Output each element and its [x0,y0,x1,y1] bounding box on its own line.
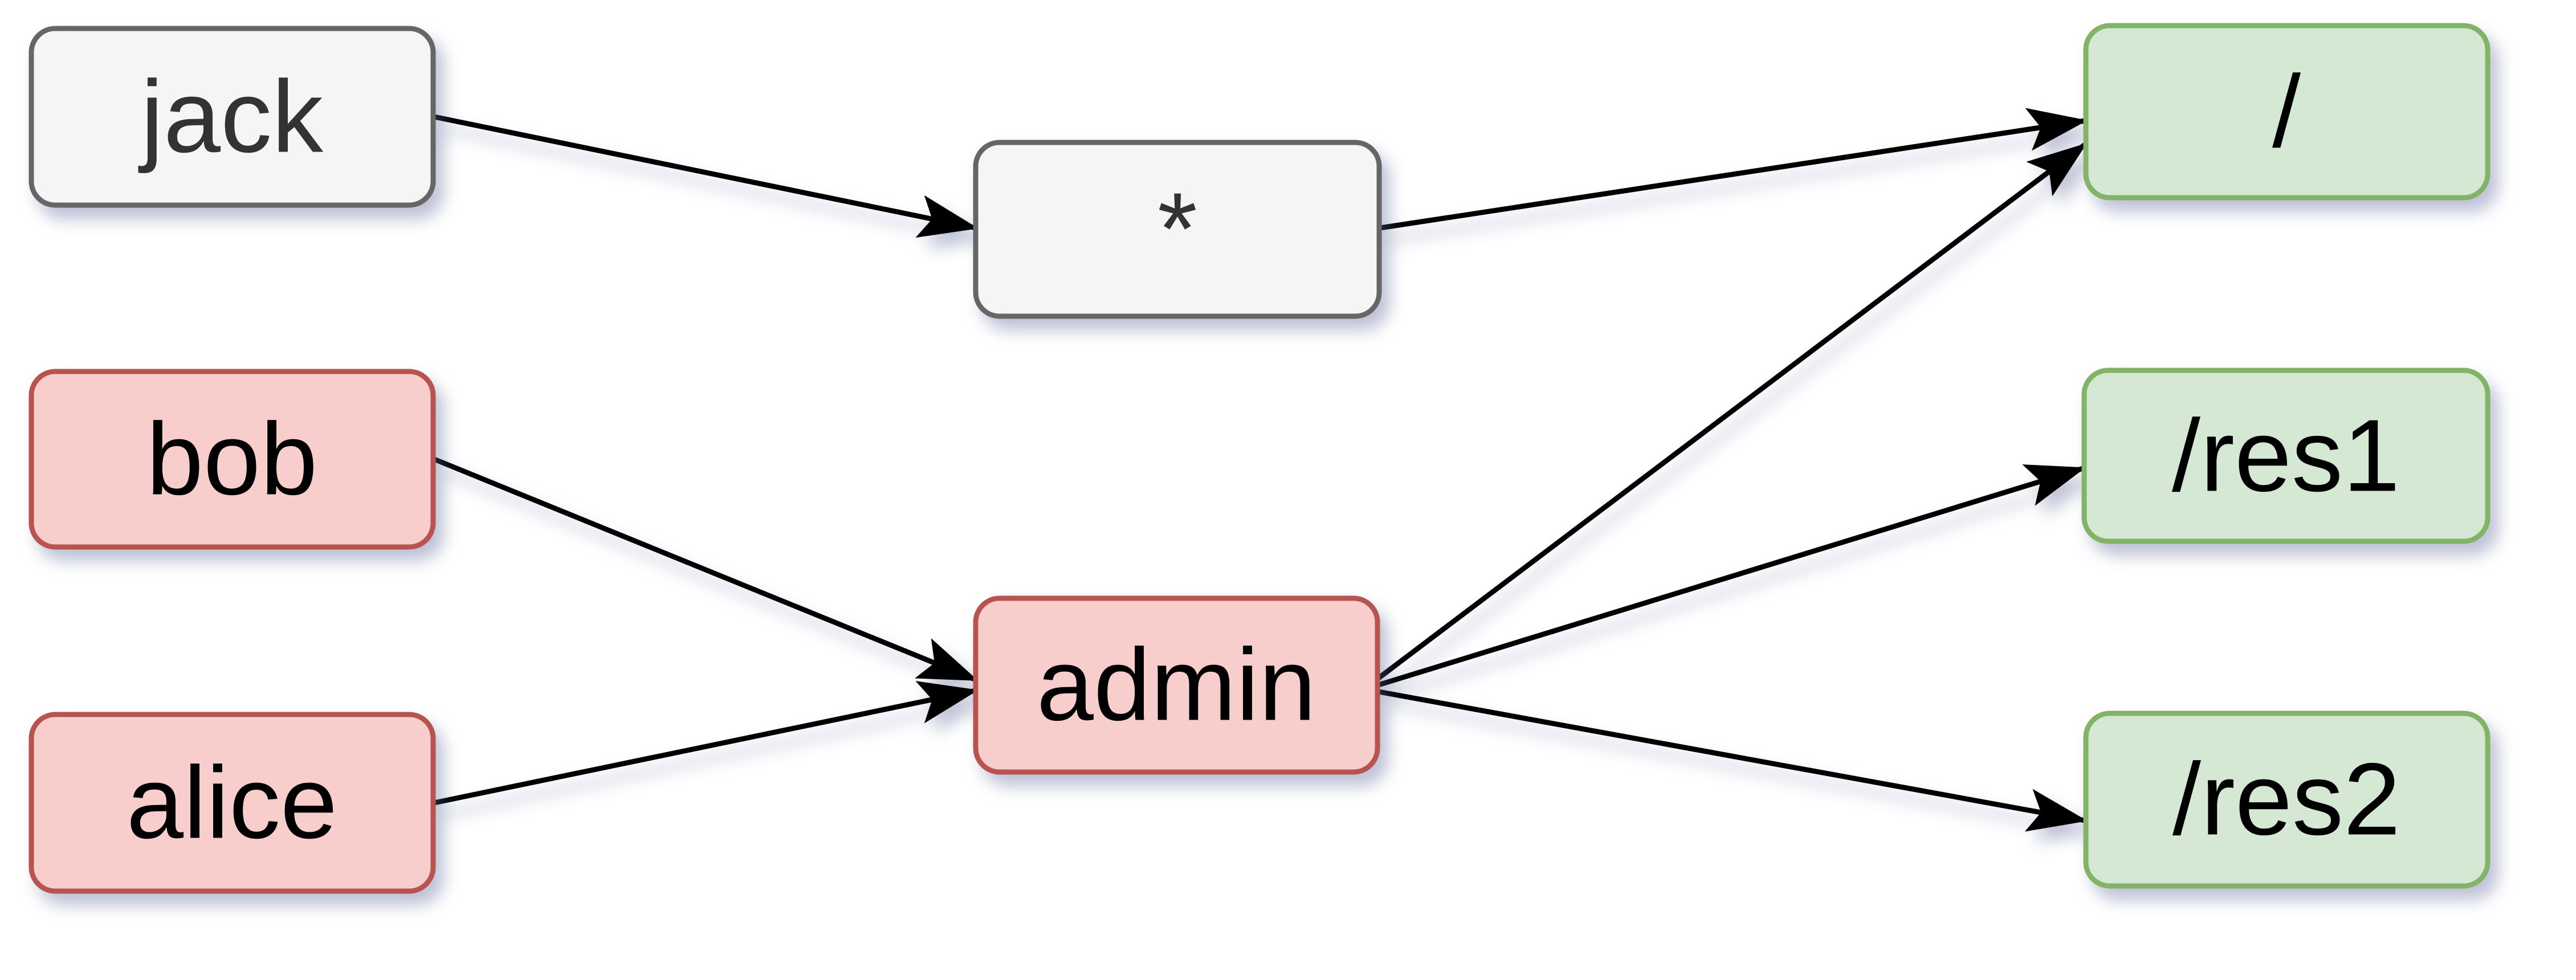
edge-jack-to-star [434,114,979,238]
node-admin-label: admin [1037,628,1316,742]
node-root-label: / [2272,55,2301,169]
edge-star-to-root [1380,108,2088,231]
node-bob-label: bob [146,402,317,517]
node-bob-box [28,369,436,550]
node-alice: alice [28,712,436,894]
edge-admin-to-root [1377,142,2087,680]
node-star-label: * [1157,172,1197,287]
node-jack: jack [28,26,436,208]
node-bob: bob [28,369,436,550]
node-res2-box [2083,710,2491,889]
node-star: * [973,140,1382,319]
edge-admin-to-res2 [1378,689,2088,832]
node-admin: admin [973,595,1380,775]
node-alice-box [28,712,436,894]
node-res1-label: /res1 [2172,399,2400,513]
node-jack-label: jack [138,60,324,174]
node-res1: /res1 [2081,368,2491,544]
node-res2-label: /res2 [2173,742,2400,857]
edge-alice-to-admin [434,681,979,806]
node-root: / [2083,23,2491,201]
edges-layer [433,108,2088,832]
node-res2: /res2 [2083,710,2491,889]
node-res1-box [2081,368,2491,544]
node-alice-label: alice [127,746,337,860]
node-jack-box [28,26,436,208]
node-admin-box [973,595,1380,775]
edge-admin-to-res1 [1377,464,2086,688]
node-root-box [2083,23,2491,201]
edge-bob-to-admin [433,456,979,683]
node-star-box [973,140,1382,319]
